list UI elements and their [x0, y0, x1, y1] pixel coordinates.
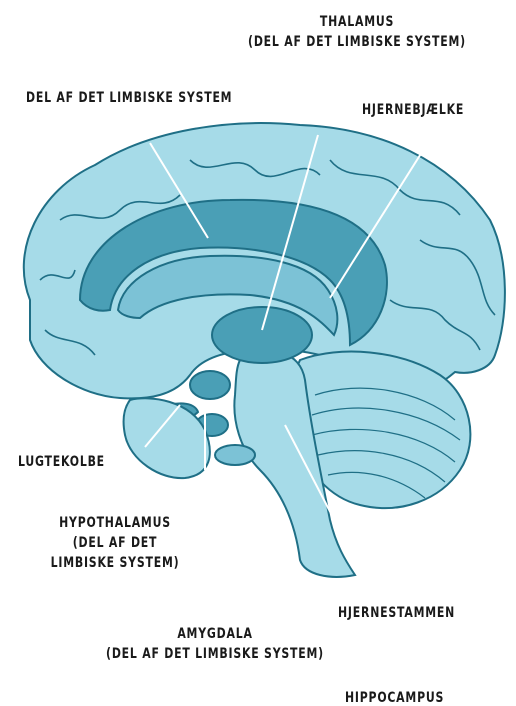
label-corpus-callosum-line1: HJERNEBJÆLKE [362, 100, 464, 120]
label-amygdala-line2: (DEL AF DET LIMBISKE SYSTEM) [86, 644, 343, 664]
label-olfactory-bulb: LUGTEKOLBE [18, 452, 105, 472]
label-hypothalamus-line3: LIMBISKE SYSTEM) [49, 553, 182, 573]
label-amygdala-line1: AMYGDALA [86, 624, 343, 644]
hippocampus-shape [215, 445, 255, 465]
label-corpus-callosum: HJERNEBJÆLKE [362, 100, 464, 120]
label-hippocampus: HIPPOCAMPUS [345, 688, 444, 706]
label-limbic: DEL AF DET LIMBISKE SYSTEM [26, 88, 232, 108]
label-hippocampus-line1: HIPPOCAMPUS [345, 688, 444, 706]
label-thalamus-line1: THALAMUS [240, 12, 474, 32]
label-limbic-line1: DEL AF DET LIMBISKE SYSTEM [26, 88, 232, 108]
label-hypothalamus: HYPOTHALAMUS (DEL AF DET LIMBISKE SYSTEM… [49, 513, 182, 573]
label-brainstem: HJERNESTAMMEN [338, 603, 455, 623]
label-olfactory-bulb-line1: LUGTEKOLBE [18, 452, 105, 472]
hypothalamus-shape [190, 371, 230, 399]
label-hypothalamus-line2: (DEL AF DET [49, 533, 182, 553]
label-thalamus-line2: (DEL AF DET LIMBISKE SYSTEM) [240, 32, 474, 52]
label-brainstem-line1: HJERNESTAMMEN [338, 603, 455, 623]
label-hypothalamus-line1: HYPOTHALAMUS [49, 513, 182, 533]
label-thalamus: THALAMUS (DEL AF DET LIMBISKE SYSTEM) [240, 12, 474, 52]
thalamus-shape [212, 307, 312, 363]
label-amygdala: AMYGDALA (DEL AF DET LIMBISKE SYSTEM) [86, 624, 343, 664]
